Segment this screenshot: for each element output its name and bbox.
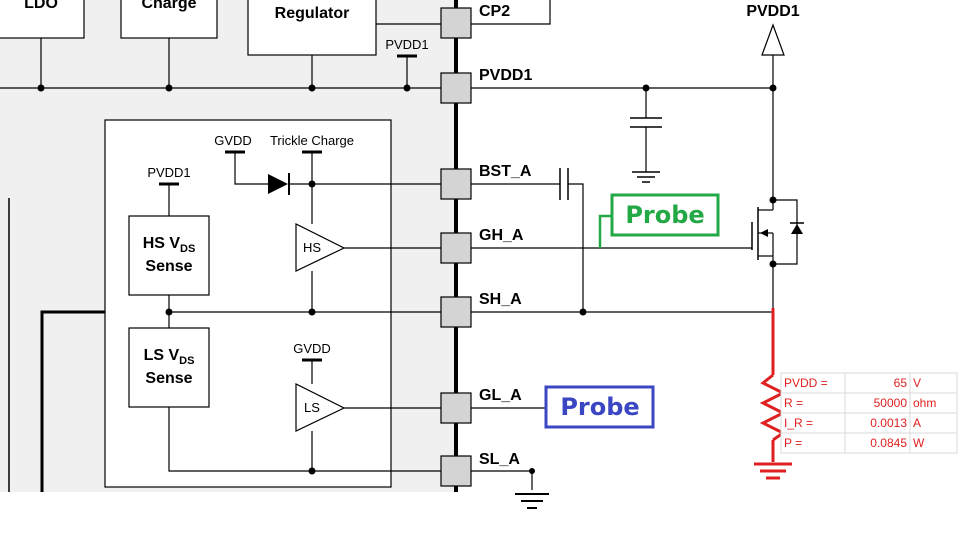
green-probe-lead [598, 214, 612, 248]
pin-bst-a-label: BST_A [479, 163, 532, 180]
hs-amp-label: HS [303, 240, 321, 255]
hs-vds-sense-label-2: Sense [145, 258, 192, 275]
hs-vds-sense-block [128, 215, 210, 296]
pin-gh-a-label: GH_A [479, 227, 524, 244]
pvdd1-inner-label: PVDD1 [385, 37, 428, 52]
pin-pvdd1-label: PVDD1 [479, 67, 532, 84]
regulator-block [247, 0, 377, 56]
ls-vds-sense-block [128, 327, 210, 408]
pin-sl-a-label: SL_A [479, 451, 520, 468]
green-probe-box [610, 193, 720, 237]
pin-sl-a [440, 455, 472, 487]
pin-bst-a [440, 168, 472, 200]
pin-cp2 [440, 7, 472, 39]
gvdd-trickle-label: GVDD [214, 133, 252, 148]
high-side-mosfet [751, 196, 804, 312]
pin-sh-a-label: SH_A [479, 291, 522, 308]
calc-row-value: 0.0013 [870, 416, 907, 430]
regulator-label: Regulator [275, 5, 350, 22]
calc-row-value: 0.0845 [870, 436, 907, 450]
ldo-block [0, 0, 85, 39]
trickle-diode [268, 174, 288, 194]
hs-amplifier [295, 223, 346, 272]
calc-row-unit: W [913, 436, 925, 450]
calc-table: PVDD = 65 V R = 50000 ohm I_R = 0.0013 A… [780, 372, 958, 454]
charge-block [120, 0, 218, 39]
ls-amplifier [295, 383, 346, 432]
ls-amp-label: LS [304, 400, 320, 415]
calc-row-name: P = [784, 436, 802, 450]
calc-row-unit: A [913, 416, 921, 430]
pin-gl-a [440, 392, 472, 424]
calc-row-unit: ohm [913, 396, 936, 410]
ls-vds-sense-label: LS VDS [144, 347, 195, 367]
driver-block [104, 119, 392, 488]
charge-label: Charge [141, 0, 196, 12]
ls-vds-sense-label-2: Sense [145, 370, 192, 387]
calc-row-name: I_R = [784, 416, 813, 430]
hs-vds-sense-label: HS VDS [143, 235, 196, 255]
calc-row-value: 50000 [874, 396, 908, 410]
pin-gh-a [440, 232, 472, 264]
load-resistor [754, 308, 792, 480]
pvdd1-top-label: PVDD1 [746, 3, 799, 20]
pin-gl-a-label: GL_A [479, 387, 522, 404]
blue-probe-label: Probe [560, 393, 639, 421]
gvdd-ls-label: GVDD [293, 341, 331, 356]
pin-cp2-label: CP2 [479, 3, 510, 20]
calc-row-name: PVDD = [784, 376, 828, 390]
pin-pvdd1 [440, 72, 472, 104]
pin-sh-a [440, 296, 472, 328]
calc-row-unit: V [913, 376, 921, 390]
pvdd1-supply-arrow [761, 23, 785, 56]
calc-row-value: 65 [894, 376, 908, 390]
blue-probe-box [544, 385, 655, 429]
ldo-label: LDO [24, 0, 58, 12]
green-probe-label: Probe [625, 201, 704, 229]
pvdd1-hs-label: PVDD1 [147, 165, 190, 180]
trickle-charge-label: Trickle Charge [270, 133, 354, 148]
calc-row-name: R = [784, 396, 803, 410]
